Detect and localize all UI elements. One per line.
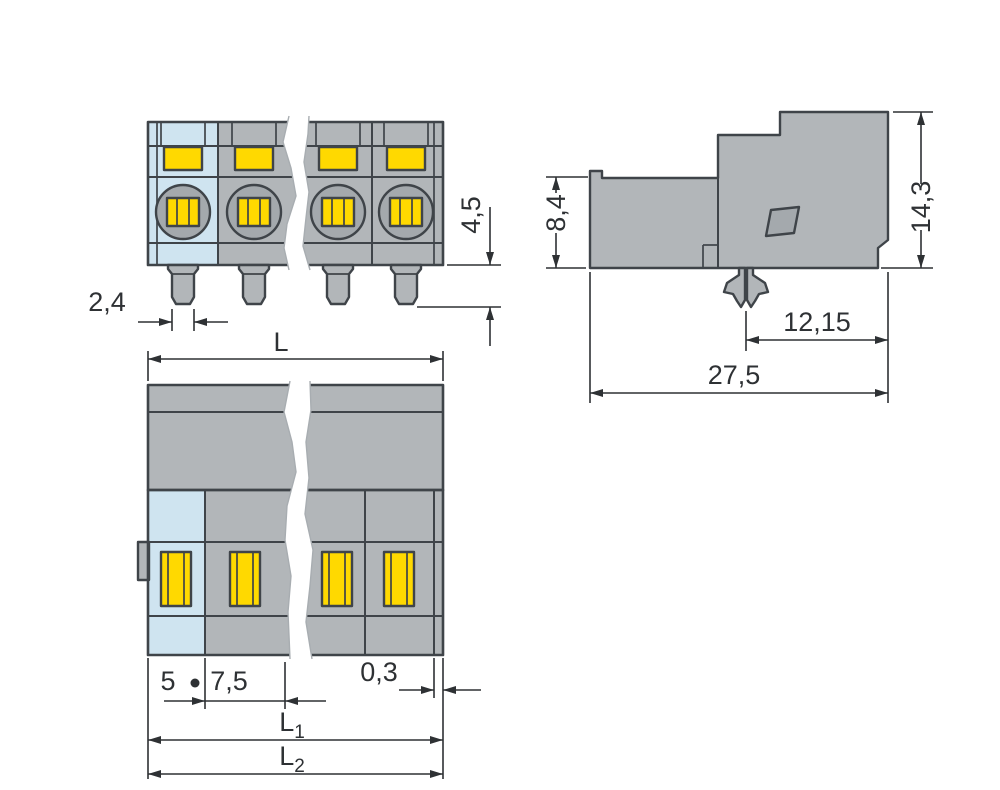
dim-total-depth: 27,5 (589, 272, 889, 403)
dim-pin-width-label: 2,4 (88, 287, 126, 317)
break-line (282, 115, 297, 271)
solder-pin (237, 263, 271, 306)
dim-pin-length-label: 4,5 (456, 196, 486, 234)
pitch-separator-dot (190, 678, 200, 688)
dim-latch-offset-label: 12,15 (783, 307, 851, 337)
screw-slot (388, 196, 424, 228)
plan-view (136, 380, 445, 660)
dim-l1-subscript: 1 (294, 722, 305, 743)
dim-end-gap: 0,3 (360, 657, 481, 698)
dim-l2-base: L (279, 741, 294, 771)
break-gap (283, 116, 310, 270)
dim-total-depth-label: 27,5 (708, 360, 761, 390)
dim-latch-offset: 12,15 (745, 307, 888, 351)
dim-l1-base: L (279, 707, 294, 737)
snap-foot-prong (722, 266, 747, 309)
terminal-opening (385, 145, 427, 172)
dim-pitch-small-label: 5 (160, 666, 175, 696)
screw-slot (236, 196, 272, 228)
terminal-opening (317, 145, 359, 172)
side-view (588, 110, 890, 309)
plan-extension-lines (147, 658, 444, 779)
solder-pin (166, 263, 200, 306)
dim-end-gap-label: 0,3 (360, 657, 398, 687)
dim-lower-height: 8,4 (541, 176, 588, 269)
screw-slot (165, 196, 201, 228)
terminal-opening (233, 145, 275, 172)
side-body (588, 110, 890, 270)
break-line (304, 380, 314, 660)
dim-pin-width: 2,4 (88, 287, 228, 331)
dim-total-height-label: 14,3 (906, 181, 936, 234)
dim-pitch-large-label: 7,5 (210, 666, 248, 696)
screw-slot (320, 196, 356, 228)
dim-l1: L1 (148, 707, 443, 744)
dim-overall-length-label: L (273, 327, 288, 357)
dim-l1-label: L1 (279, 707, 305, 743)
dim-pin-length: 4,5 (417, 196, 501, 346)
terminal-slot (228, 550, 262, 608)
dim-pitch: 5 7,5 (160, 658, 326, 709)
dim-l2-subscript: 2 (294, 756, 305, 777)
terminal-slot (320, 550, 354, 608)
snap-foot-prong (745, 266, 770, 309)
terminal-slot (159, 550, 193, 608)
dim-total-height: 14,3 (881, 111, 936, 269)
terminal-opening (162, 145, 204, 172)
solder-pin (321, 263, 355, 306)
keyway-slot (764, 205, 801, 238)
dim-lower-height-label: 8,4 (541, 194, 571, 232)
break-gap (284, 381, 313, 659)
front-view (146, 115, 445, 306)
terminal-slot (382, 550, 416, 608)
dim-overall-length: L (147, 327, 444, 381)
break-line (283, 380, 297, 660)
solder-pin (389, 263, 423, 306)
break-line (302, 115, 311, 271)
dim-l2: L2 (148, 741, 443, 778)
dim-l2-label: L2 (279, 741, 305, 777)
